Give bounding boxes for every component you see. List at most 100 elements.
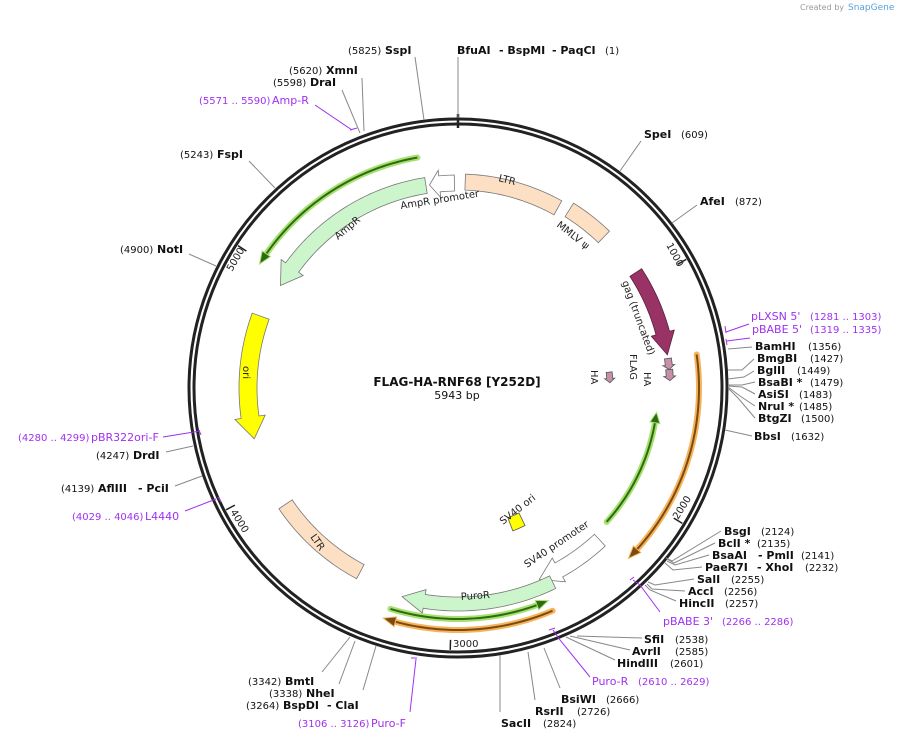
enzyme-bmgbi[interactable]: BmgBI(1427) [757,352,843,365]
enzyme-name-3: - PaqCI [552,44,596,57]
enzyme-name-2: - PmlI [758,549,794,562]
enzyme-drai[interactable]: (5598) DraI [273,76,336,89]
enzyme-hincii[interactable]: HincII(2257) [679,597,758,610]
feature-ha-1[interactable] [662,368,677,382]
enzyme-pos: (2824) [543,719,576,730]
primer-name: pBABE 5' [752,323,802,336]
enzyme-pos: (1) [605,46,619,57]
feature-ltr-bottom[interactable] [278,499,365,580]
orf-green-right-arrowhead [649,411,661,425]
enzyme-pos: (2585) [675,647,708,658]
enzyme-afliii[interactable]: (4139)AflIII- PciI [61,482,169,495]
watermark-snapgene-logo: SnapGene [848,3,895,13]
enzyme-pos: (2601) [670,659,703,670]
primer-name: Puro-R [592,675,629,688]
enzyme-name: XmnI [326,64,358,77]
feature-sv40-promoter[interactable] [538,533,606,583]
enzyme-pos: (1500) [801,414,834,425]
enzyme-pos: (609) [681,130,708,141]
primer-puro-f[interactable]: (3106 .. 3126)Puro-F [298,717,406,730]
primer-pos: (4280 .. 4299) [18,433,90,444]
enzyme-pos: (5620) [289,66,322,77]
feature-flag[interactable] [661,357,676,371]
enzyme-pos: (1479) [810,378,843,389]
enzyme-name: AvrII [632,645,661,658]
enzyme-fspi[interactable]: (5243)FspI [180,148,243,161]
feature-ampr-promoter[interactable] [428,169,455,199]
orf-green-left[interactable] [265,156,418,255]
enzyme-bbsi[interactable]: BbsI(1632) [754,430,824,443]
primer-name: pLXSN 5' [751,310,800,323]
feature-ori[interactable] [234,312,270,440]
enzyme-name: NotI [157,243,183,256]
orf-green-bottom[interactable] [390,604,538,621]
feature-puror[interactable] [401,575,557,614]
plasmid-name: FLAG-HA-RNF68 [Y252D] [373,375,540,389]
enzyme-bsiwi[interactable]: BsiWI(2666) [561,693,639,706]
enzyme-name: AflIII [98,482,127,495]
enzyme-name: BfuAI [457,44,491,57]
enzyme-name: DraI [310,76,336,89]
enzyme-sfii[interactable]: SfiI(2538) [644,633,708,646]
orf-orange-right[interactable] [636,354,701,550]
primer-pbabe-5[interactable]: pBABE 5'(1319 .. 1335) [752,323,882,336]
enzyme-afei[interactable]: AfeI(872) [700,195,762,208]
orf-orange-bottom[interactable] [395,609,553,632]
primer-name: L4440 [145,510,179,523]
feature-sv40-ori[interactable] [507,512,526,532]
enzyme-pos: (5598) [273,78,306,89]
primer-plxsn-5[interactable]: pLXSN 5'(1281 .. 1303) [751,310,882,323]
enzyme-bglii[interactable]: BglII(1449) [757,364,830,377]
enzyme-bcli[interactable]: BclI *(2135) [718,537,790,550]
enzyme-name: BtgZI [758,412,792,425]
primer-l4440[interactable]: (4029 .. 4046)L4440 [72,510,179,523]
enzyme-asisi[interactable]: AsiSI(1483) [758,388,832,401]
enzyme-name: NheI [306,687,335,700]
primer-pbabe-3[interactable]: pBABE 3'(2266 .. 2286) [663,615,794,628]
feature-gag-truncated[interactable] [629,268,675,356]
enzyme-nhei[interactable]: (3338)NheI [269,687,335,700]
enzyme-nrui[interactable]: NruI *(1485) [758,400,832,413]
enzyme-sspi[interactable]: (5825)SspI [348,44,411,57]
orf-orange-bottom-arrowhead [381,616,398,628]
enzyme-sacii[interactable]: SacII(2824) [501,717,576,730]
enzyme-noti[interactable]: (4900) NotI [120,243,183,256]
feature-ltr-top[interactable] [464,173,563,216]
enzyme-drdi[interactable]: (4247)DrdI [96,449,160,462]
feature-ampr[interactable] [280,177,428,287]
enzyme-pos: (2124) [761,527,794,538]
enzyme-spei[interactable]: SpeI(609) [644,128,708,141]
enzyme-paer7i[interactable]: PaeR7I- XhoI(2232) [705,561,838,574]
primer-leader-lines [162,104,751,713]
feature-ha-2[interactable] [603,371,616,384]
orf-green-bottom-arrowhead [534,599,550,611]
enzyme-name: AfeI [700,195,725,208]
enzyme-rsrii[interactable]: RsrII(2726) [535,705,610,718]
enzyme-bfuai[interactable]: BfuAI- BspMI- PaqCI(1) [457,44,619,57]
enzyme-bsaai[interactable]: BsaAI- PmlI(2141) [712,549,834,562]
feature-mmlv-psi[interactable] [564,202,611,244]
primer-amp-r[interactable]: (5571 .. 5590)Amp-R [199,94,309,107]
enzyme-bamhi[interactable]: BamHI(1356) [755,340,841,353]
primer-pos: (2610 .. 2629) [638,677,710,688]
enzyme-pos: (4900) [120,245,153,256]
enzyme-name: PaeR7I [705,561,748,574]
enzyme-sali[interactable]: SalI(2255) [697,573,764,586]
enzyme-name-2: - XhoI [757,561,793,574]
enzyme-acci[interactable]: AccI(2256) [688,585,757,598]
feature-label-flag: FLAG [627,354,638,380]
enzyme-xmni[interactable]: (5620) XmnI [289,64,358,77]
primer-pbr322ori-f[interactable]: (4280 .. 4299)pBR322ori-F [18,431,159,444]
enzyme-bsgi[interactable]: BsgI(2124) [724,525,794,538]
enzyme-bsabi[interactable]: BsaBI *(1479) [758,376,843,389]
feature-label-puror: PuroR [460,590,490,603]
enzyme-name: DrdI [133,449,160,462]
primer-puro-r[interactable]: Puro-R (2610 .. 2629) [592,675,710,688]
enzyme-btgzi[interactable]: BtgZI (1500) [758,412,834,425]
enzyme-bmti[interactable]: (3342)BmtI [248,675,314,688]
enzyme-bspdi[interactable]: (3264)BspDI- ClaI [246,699,359,712]
enzyme-hindiii[interactable]: HindIII(2601) [617,657,703,670]
enzyme-avrii[interactable]: AvrII (2585) [632,645,708,658]
enzyme-name-2: - PciI [138,482,169,495]
orf-green-right[interactable] [605,422,656,523]
